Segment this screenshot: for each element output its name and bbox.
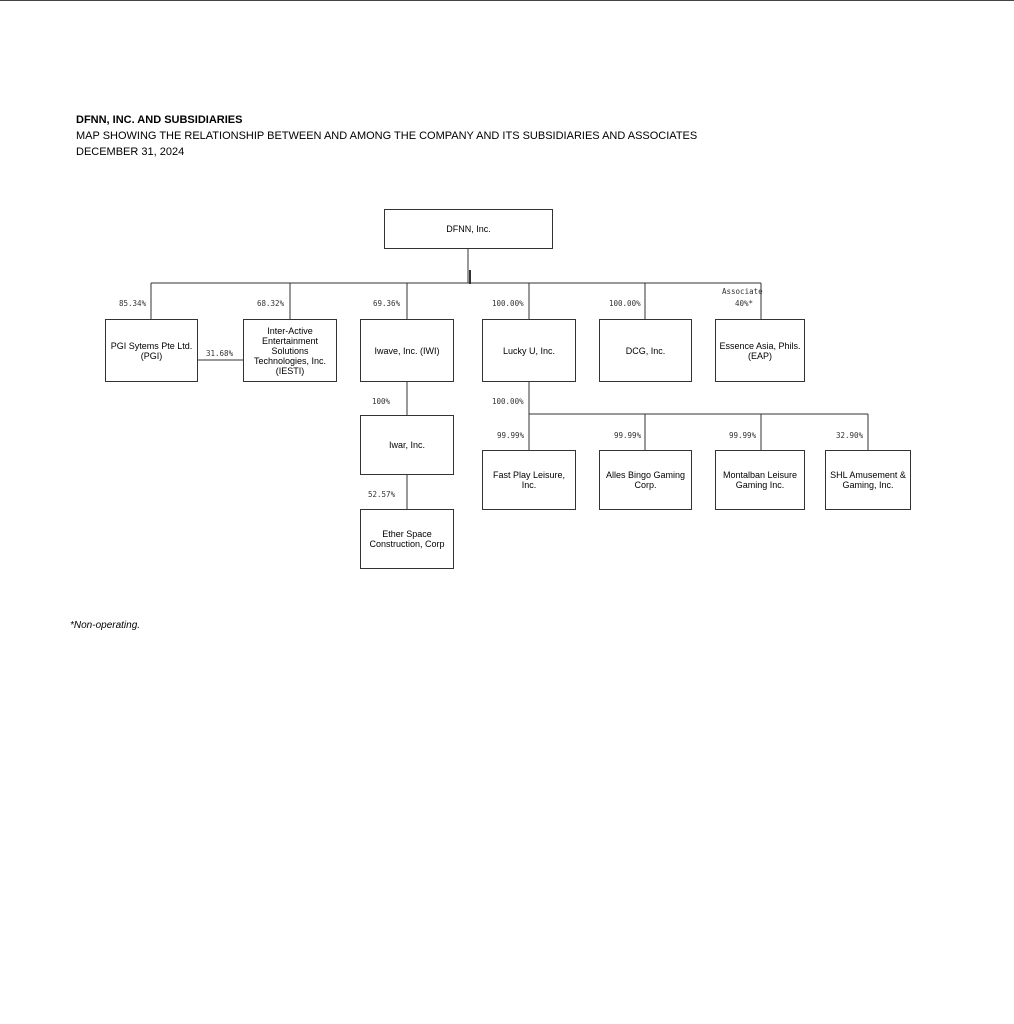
node-iesti: Inter-Active Entertainment Solutions Tec… [243, 319, 337, 382]
node-shl: SHL Amusement & Gaming, Inc. [825, 450, 911, 510]
node-dcg: DCG, Inc. [599, 319, 692, 382]
node-shl-label: SHL Amusement & Gaming, Inc. [830, 470, 906, 490]
node-iwar-label: Iwar, Inc. [388, 440, 425, 450]
pct-eap-label: Associate [722, 287, 763, 296]
node-fastplay-label: Fast Play Leisure, Inc. [492, 470, 566, 490]
node-iwave: Iwave, Inc. (IWI) [360, 319, 454, 382]
pct-pgi: 85.34% [119, 299, 147, 308]
pct-shl: 32.90% [836, 431, 864, 440]
node-fastplay: Fast Play Leisure, Inc. [482, 450, 576, 510]
node-montalban-label: Montalban Leisure Gaming Inc. [722, 470, 798, 490]
node-eap: Essence Asia, Phils. (EAP) [715, 319, 805, 382]
node-iwar: Iwar, Inc. [360, 415, 454, 475]
pct-iwave: 69.36% [373, 299, 401, 308]
node-alles-label: Alles Bingo Gaming Corp. [605, 470, 686, 490]
pct-dcg: 100.00% [609, 299, 641, 308]
pct-pgi-iesti: 31.68% [206, 349, 234, 358]
node-luckyu: Lucky U, Inc. [482, 319, 576, 382]
node-alles: Alles Bingo Gaming Corp. [599, 450, 692, 510]
pct-iwar: 100% [372, 397, 391, 406]
node-luckyu-label: Lucky U, Inc. [502, 345, 556, 356]
node-montalban: Montalban Leisure Gaming Inc. [715, 450, 805, 510]
report-title: DFNN, INC. AND SUBSIDIARIES [76, 114, 243, 126]
node-eap-label: Essence Asia, Phils. (EAP) [719, 340, 801, 361]
report-date: DECEMBER 31, 2024 [76, 146, 185, 158]
pct-fastplay: 99.99% [497, 431, 525, 440]
node-pgi-label: PGI Sytems Pte Ltd. (PGI) [110, 340, 193, 361]
node-iesti-label: Inter-Active Entertainment Solutions Tec… [253, 325, 327, 376]
top-border-line [0, 0, 1014, 1]
node-iwave-label: Iwave, Inc. (IWI) [374, 345, 440, 356]
node-dcg-label: DCG, Inc. [625, 345, 666, 356]
node-dfnn: DFNN, Inc. [384, 209, 553, 249]
pct-luckyu: 100.00% [492, 299, 524, 308]
report-subtitle: MAP SHOWING THE RELATIONSHIP BETWEEN AND… [76, 130, 698, 142]
footnote: *Non-operating. [70, 620, 141, 631]
pct-iesti: 68.32% [257, 299, 285, 308]
pct-alles: 99.99% [614, 431, 642, 440]
node-ether-label: Ether Space Construction, Corp [369, 529, 445, 549]
pct-luckyu-subs: 100.00% [492, 397, 524, 406]
node-ether: Ether Space Construction, Corp [360, 509, 454, 569]
node-pgi: PGI Sytems Pte Ltd. (PGI) [105, 319, 198, 382]
node-dfnn-label: DFNN, Inc. [446, 224, 491, 234]
pct-montalban: 99.99% [729, 431, 757, 440]
pct-ether: 52.57% [368, 490, 396, 499]
pct-eap: 40%* [735, 299, 754, 308]
